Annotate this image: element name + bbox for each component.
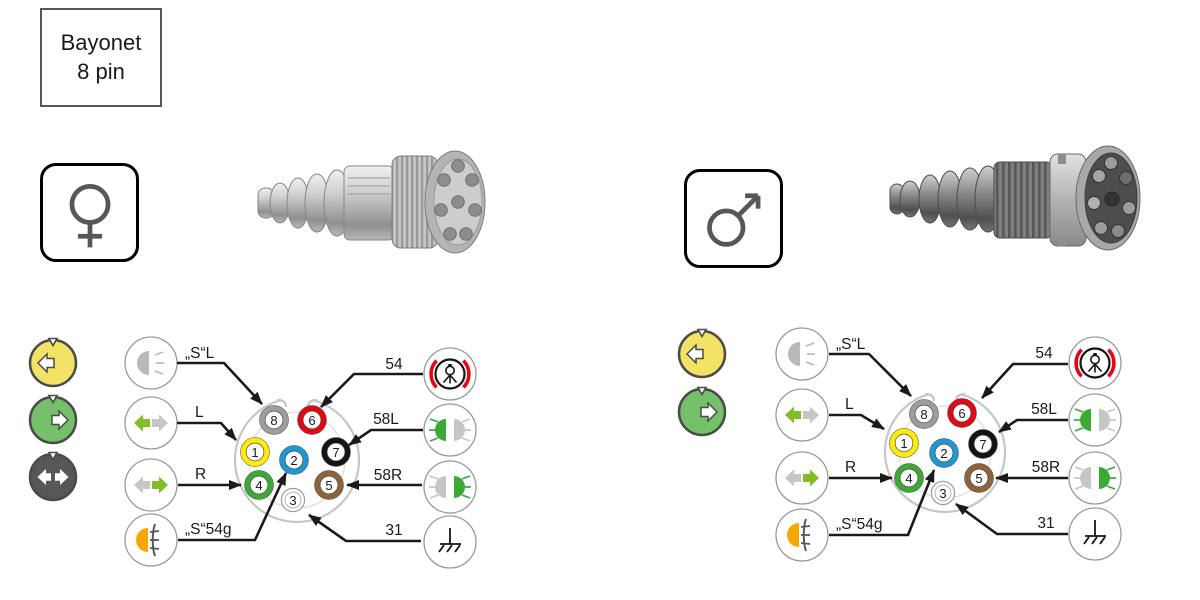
function-icon-brake-lamp — [423, 347, 477, 401]
arrow-left-nav-icon — [677, 328, 727, 379]
function-icon-turn-signal-left — [124, 396, 178, 450]
function-label: „S“54g — [185, 521, 232, 538]
function-icon-position-lamp — [124, 336, 178, 390]
title-box: Bayonet 8 pin — [40, 8, 162, 107]
function-icon-ground — [1068, 507, 1122, 561]
pin-7: 7 — [968, 429, 998, 459]
arrow-right-nav-icon — [677, 386, 727, 437]
pin-number: 3 — [939, 486, 946, 501]
function-label: R — [845, 459, 856, 476]
title-line1: Bayonet — [60, 29, 142, 55]
pin-number: 6 — [308, 413, 315, 428]
female-icon — [69, 183, 110, 247]
female-connector-photo — [257, 150, 486, 254]
function-icon-rear-fog-lamp — [775, 508, 829, 562]
function-label: 31 — [1037, 515, 1054, 532]
pin-7: 7 — [321, 437, 351, 467]
arrow-to-pin-2 — [178, 472, 288, 542]
pin-number: 3 — [289, 493, 296, 508]
function-icon-ground — [423, 515, 477, 569]
function-icon-turn-signal-right — [775, 451, 829, 505]
function-icon-tail-lamp-right — [423, 460, 477, 514]
function-label: 54 — [385, 356, 403, 373]
pin-number: 2 — [940, 446, 947, 461]
function-label: 58L — [1031, 401, 1057, 418]
function-label: 58L — [373, 411, 399, 428]
function-icon-position-lamp — [775, 327, 829, 381]
function-label: 58R — [374, 467, 402, 484]
arrow-to-pin-8 — [829, 352, 912, 397]
pin-2: 2 — [279, 445, 309, 475]
function-icon-turn-signal-right — [124, 458, 178, 512]
function-label: R — [195, 466, 206, 483]
pin-number: 1 — [900, 436, 907, 451]
pin-number: 5 — [325, 478, 332, 493]
pin-6: 6 — [297, 405, 327, 435]
pin-4: 4 — [244, 470, 274, 500]
arrow-to-pin-2 — [829, 469, 936, 537]
pin-number: 4 — [905, 471, 912, 486]
female-symbol-box — [40, 163, 139, 262]
pin-8: 8 — [259, 405, 289, 435]
pin-number: 8 — [270, 413, 277, 428]
pin-2: 2 — [929, 438, 959, 468]
male-icon — [706, 192, 760, 247]
pin-6: 6 — [947, 398, 977, 428]
male-symbol-box — [684, 169, 783, 268]
pin-5: 5 — [964, 463, 994, 493]
pin-1: 1 — [240, 437, 270, 467]
pin-8: 8 — [909, 399, 939, 429]
function-label: „S“L — [185, 345, 215, 362]
arrow-to-pin-7 — [348, 428, 423, 447]
pin-number: 8 — [920, 407, 927, 422]
function-label: 58R — [1032, 459, 1060, 476]
function-label: 54 — [1035, 345, 1053, 362]
function-icon-brake-lamp — [1068, 336, 1122, 390]
pin-1: 1 — [889, 428, 919, 458]
arrow-to-pin-1 — [829, 413, 885, 431]
arrow-to-pin-3 — [308, 513, 421, 543]
pin-number: 1 — [251, 445, 258, 460]
function-icon-turn-signal-left — [775, 388, 829, 442]
pin-number: 5 — [975, 471, 982, 486]
arrow-to-pin-1 — [177, 421, 237, 441]
pin-number: 2 — [290, 453, 297, 468]
arrow-to-pin-6 — [981, 362, 1068, 399]
function-icon-tail-lamp-left — [423, 403, 477, 457]
pin-number: 7 — [332, 445, 339, 460]
function-icon-rear-fog-lamp — [124, 513, 178, 567]
arrow-to-pin-6 — [320, 372, 423, 408]
function-icon-tail-lamp-left — [1068, 393, 1122, 447]
pin-5: 5 — [314, 470, 344, 500]
arrow-right-nav-icon — [28, 394, 78, 445]
function-label: „S“54g — [836, 516, 883, 533]
pin-number: 6 — [958, 406, 965, 421]
pin-number: 4 — [255, 478, 262, 493]
arrow-left-right-nav-icon — [28, 451, 78, 502]
pin-3: 3 — [280, 487, 306, 513]
arrow-to-pin-3 — [955, 502, 1068, 536]
function-label: L — [845, 396, 854, 413]
pin-3: 3 — [930, 480, 956, 506]
arrow-to-pin-8 — [177, 361, 263, 405]
function-label: 31 — [385, 522, 402, 539]
arrow-to-pin-7 — [998, 418, 1068, 434]
male-connector-photo — [889, 145, 1141, 251]
pin-number: 7 — [979, 437, 986, 452]
pin-4: 4 — [894, 463, 924, 493]
arrow-left-nav-icon — [28, 337, 78, 388]
function-label: L — [195, 404, 204, 421]
title-line2: 8 pin — [77, 58, 125, 84]
function-icon-tail-lamp-right — [1068, 451, 1122, 505]
function-label: „S“L — [836, 336, 866, 353]
